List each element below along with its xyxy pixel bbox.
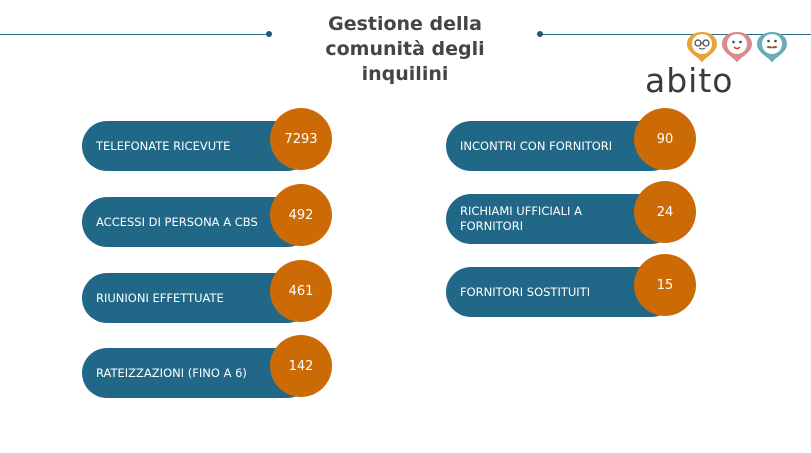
logo-face-pink-icon <box>722 32 752 64</box>
logo-faces-icon <box>687 32 787 64</box>
stat-value: 90 <box>656 131 674 147</box>
page-title-line-3: inquilini <box>361 63 449 85</box>
stat-label: RIUNIONI EFFETTUATE <box>96 290 224 305</box>
stat-value-circle: 90 <box>634 108 696 170</box>
stat-value-circle: 15 <box>634 254 696 316</box>
stat-label: RICHIAMI UFFICIALI A FORNITORI <box>460 204 582 233</box>
logo-face-moustache-icon <box>757 32 787 64</box>
stat-value: 142 <box>288 358 314 374</box>
logo-face-glasses-icon <box>687 32 717 64</box>
stat-value: 7293 <box>284 131 318 147</box>
stat-accessi: ACCESSI DI PERSONA A CBS 492 <box>82 184 332 247</box>
stat-label: RATEIZZAZIONI (FINO A 6) <box>96 365 247 380</box>
page-title: Gestione della comunità degli inquilini <box>300 12 510 87</box>
stat-incontri: INCONTRI CON FORNITORI 90 <box>446 108 696 171</box>
stat-label: FORNITORI SOSTITUITI <box>460 284 591 299</box>
stat-value: 24 <box>656 204 674 220</box>
stat-value: 461 <box>288 283 314 299</box>
stat-label: ACCESSI DI PERSONA A CBS <box>96 214 258 229</box>
stat-label: INCONTRI CON FORNITORI <box>460 138 613 153</box>
stat-richiami: RICHIAMI UFFICIALI A FORNITORI 24 <box>446 181 696 244</box>
stat-fornitori-sostituiti: FORNITORI SOSTITUITI 15 <box>446 254 696 317</box>
stat-value-circle: 492 <box>270 184 332 246</box>
stat-value-circle: 461 <box>270 260 332 322</box>
page-title-line-1: Gestione della <box>328 13 482 35</box>
stat-rateizzazioni: RATEIZZAZIONI (FINO A 6) 142 <box>82 335 332 398</box>
stat-value-circle: 7293 <box>270 108 332 170</box>
logo-wordmark: abito <box>645 61 734 100</box>
stat-value: 15 <box>656 277 674 293</box>
header-rule-right-dot <box>537 31 543 37</box>
stat-label: TELEFONATE RICEVUTE <box>96 138 231 153</box>
stat-riunioni: RIUNIONI EFFETTUATE 461 <box>82 260 332 323</box>
stat-value-circle: 142 <box>270 335 332 397</box>
stat-value: 492 <box>288 207 314 223</box>
abito-logo: abito <box>640 14 800 100</box>
page-title-line-2: comunità degli <box>325 38 485 60</box>
header-rule-right <box>540 34 811 35</box>
header-rule-left <box>0 34 269 35</box>
header-rule-left-dot <box>266 31 272 37</box>
stat-telefonate: TELEFONATE RICEVUTE 7293 <box>82 108 332 171</box>
stat-value-circle: 24 <box>634 181 696 243</box>
